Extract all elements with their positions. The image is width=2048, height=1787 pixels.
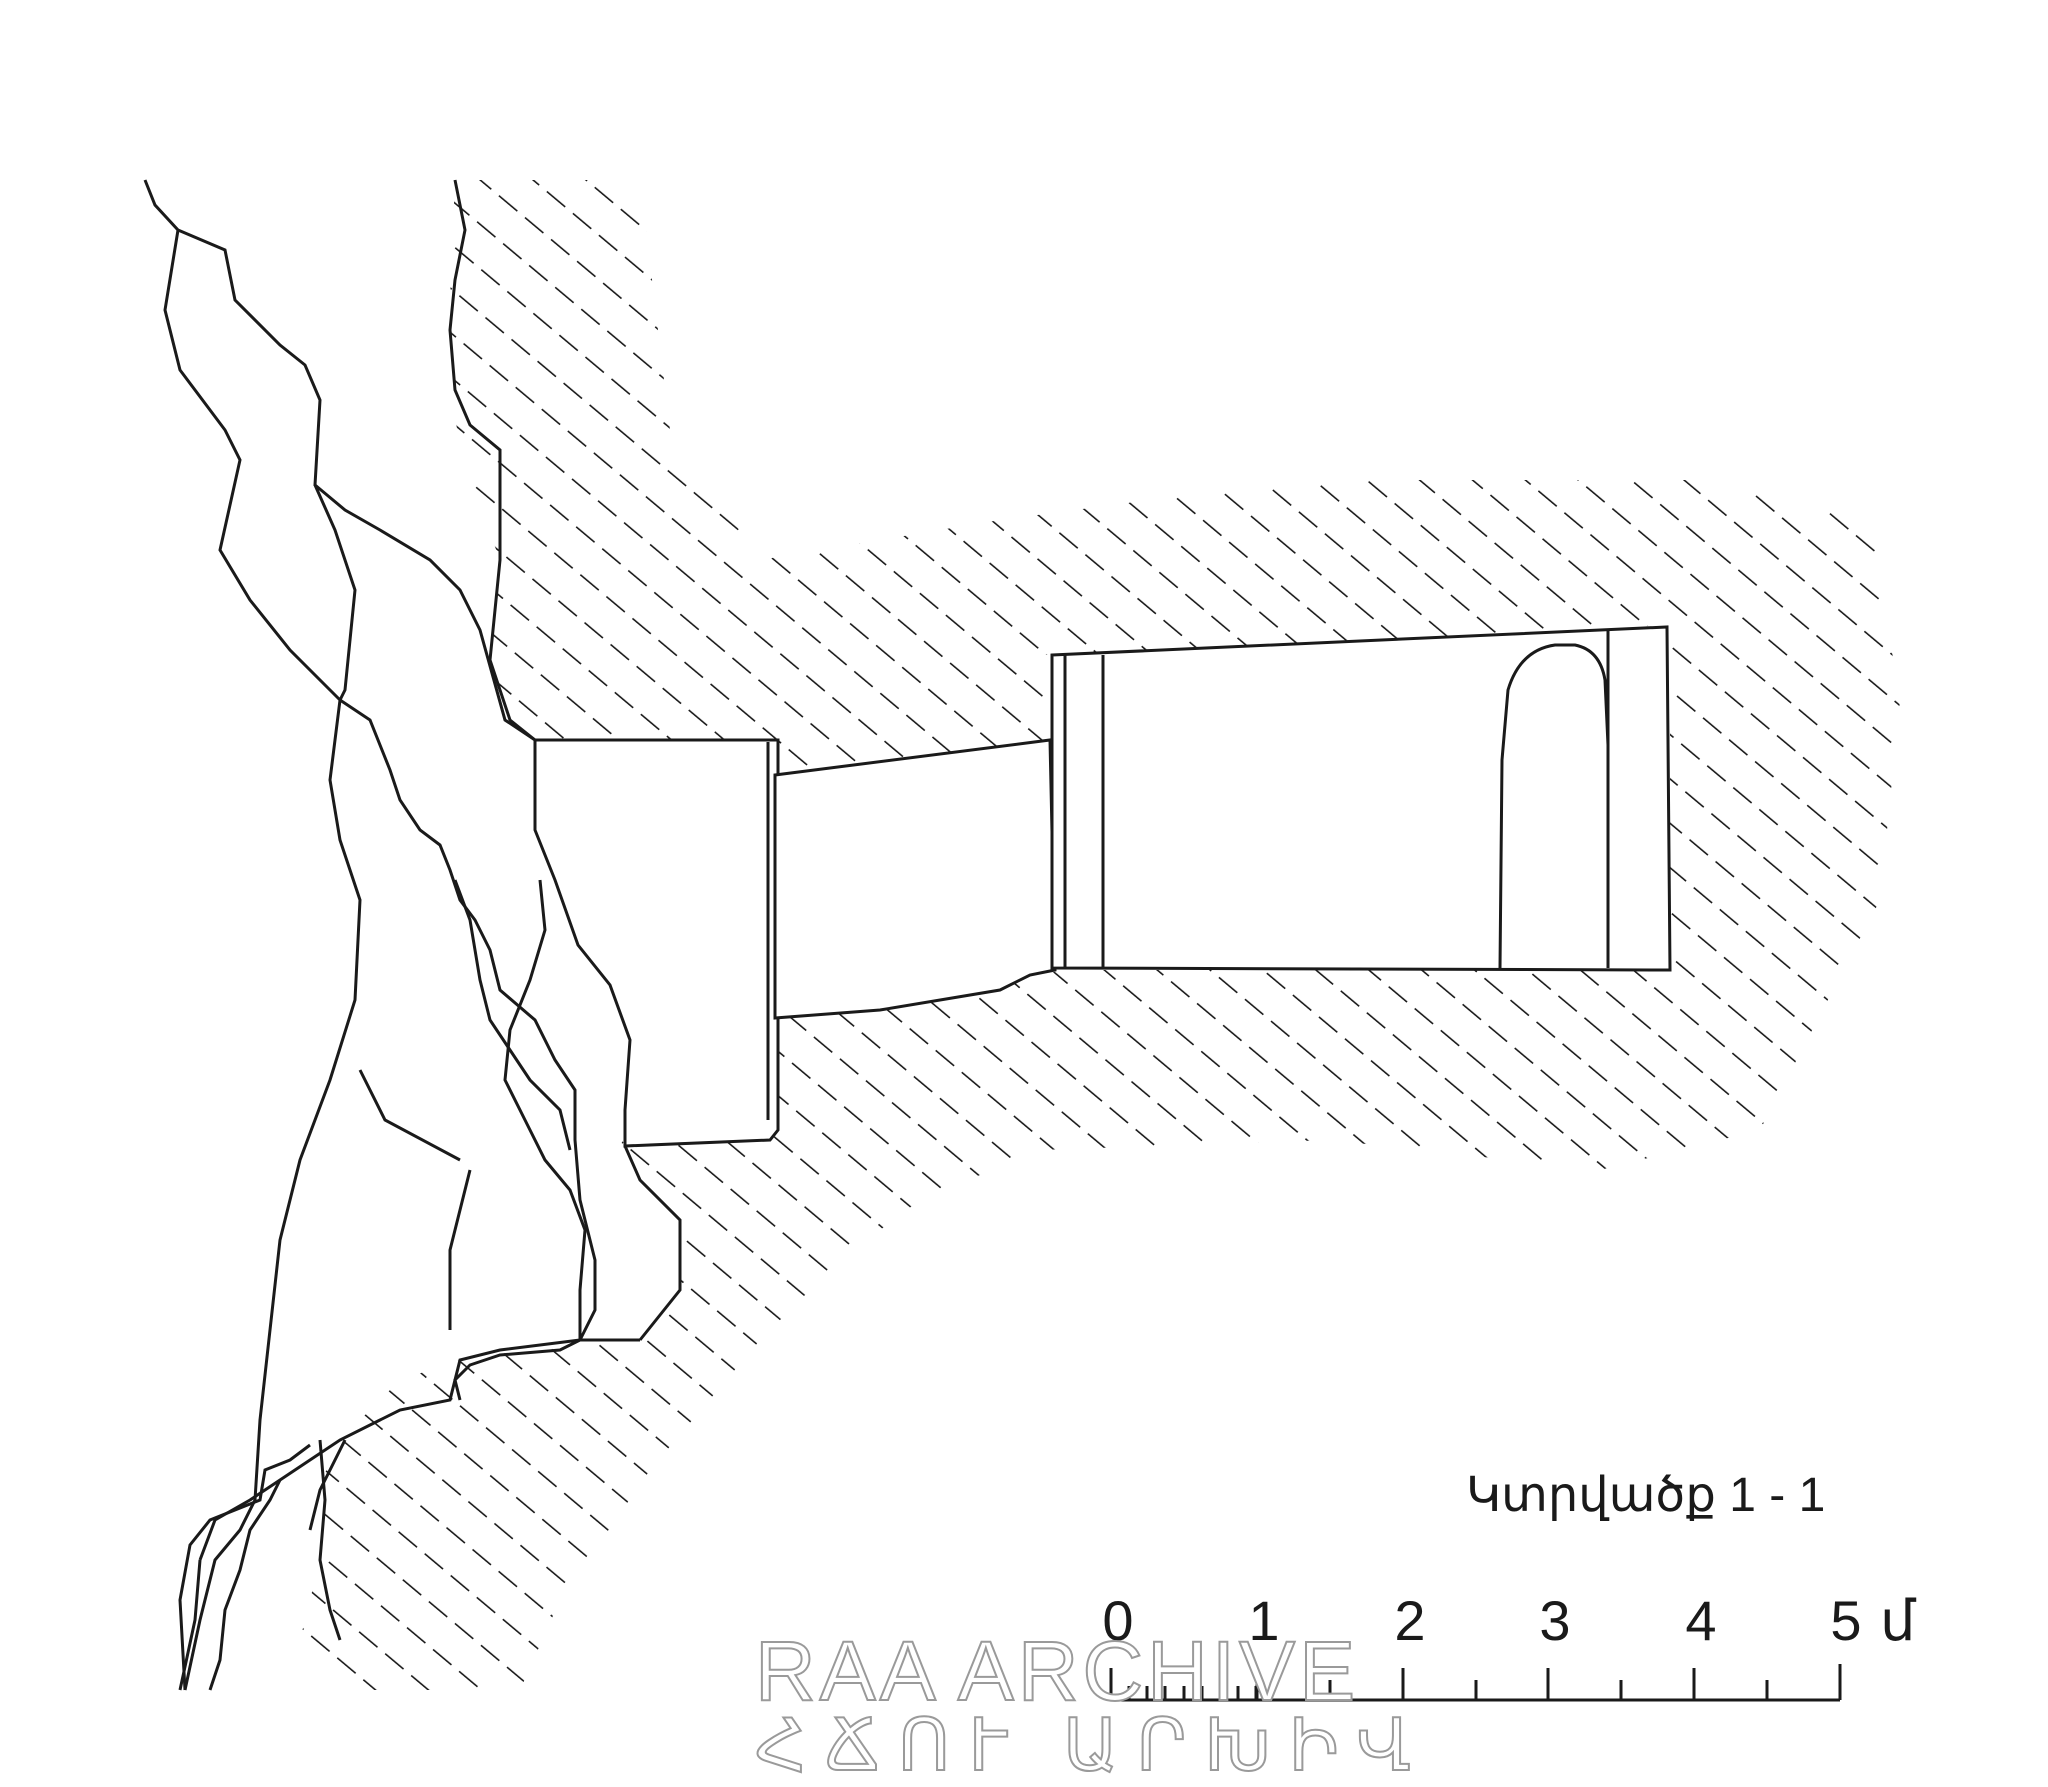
- scale-bar: 0 1 2 3 4 5 մ: [1102, 1589, 1917, 1702]
- scale-label-3: 3: [1539, 1589, 1570, 1652]
- scale-label-4: 4: [1685, 1589, 1716, 1652]
- chamber-details: [766, 630, 1610, 1120]
- fissure-12: [208, 1479, 282, 1691]
- fissure-8: [358, 1069, 461, 1162]
- fissure-14: [308, 1439, 347, 1531]
- scale-label-1: 1: [1248, 1589, 1279, 1652]
- fissure-4: [313, 484, 357, 701]
- rock-mass-hatched: [300, 180, 1900, 1690]
- fissure-15: [623, 1145, 682, 1341]
- fissure-10: [198, 1338, 581, 1561]
- fissure-5: [339, 698, 597, 1341]
- fissure-17: [178, 1443, 311, 1691]
- fissure-16: [453, 1338, 640, 1401]
- watermark-line-en: RAA ARCHIVE: [755, 1624, 1359, 1718]
- archive-watermark: RAA ARCHIVE ՀՃՈՒ ԱՐԽԻՎ: [754, 1623, 1429, 1787]
- outer-doorway-block: [533, 738, 780, 1148]
- section-title: Կտրվածք 1 - 1: [1466, 1469, 1825, 1522]
- scale-bar-ticks: [1109, 1664, 1842, 1700]
- main-chamber: [1050, 625, 1672, 972]
- fissure-3: [448, 179, 536, 742]
- fissure-9: [448, 1169, 472, 1330]
- entry-passage: [773, 738, 1057, 1020]
- scale-unit: մ: [1880, 1589, 1917, 1652]
- fissure-1: [143, 179, 536, 742]
- chamber-niche: [1498, 643, 1610, 969]
- fissure-7: [503, 879, 587, 1340]
- cliff-fissures: [143, 179, 682, 1691]
- watermark-line-hy: ՀՃՈՒ ԱՐԽԻՎ: [755, 1706, 1429, 1786]
- fissure-2: [163, 229, 362, 1691]
- scale-label-5: 5: [1830, 1589, 1861, 1652]
- scale-label-0: 0: [1102, 1589, 1133, 1652]
- cavity-openings: [533, 625, 1672, 1148]
- fissure-6: [453, 879, 572, 1151]
- scale-label-2: 2: [1394, 1589, 1425, 1652]
